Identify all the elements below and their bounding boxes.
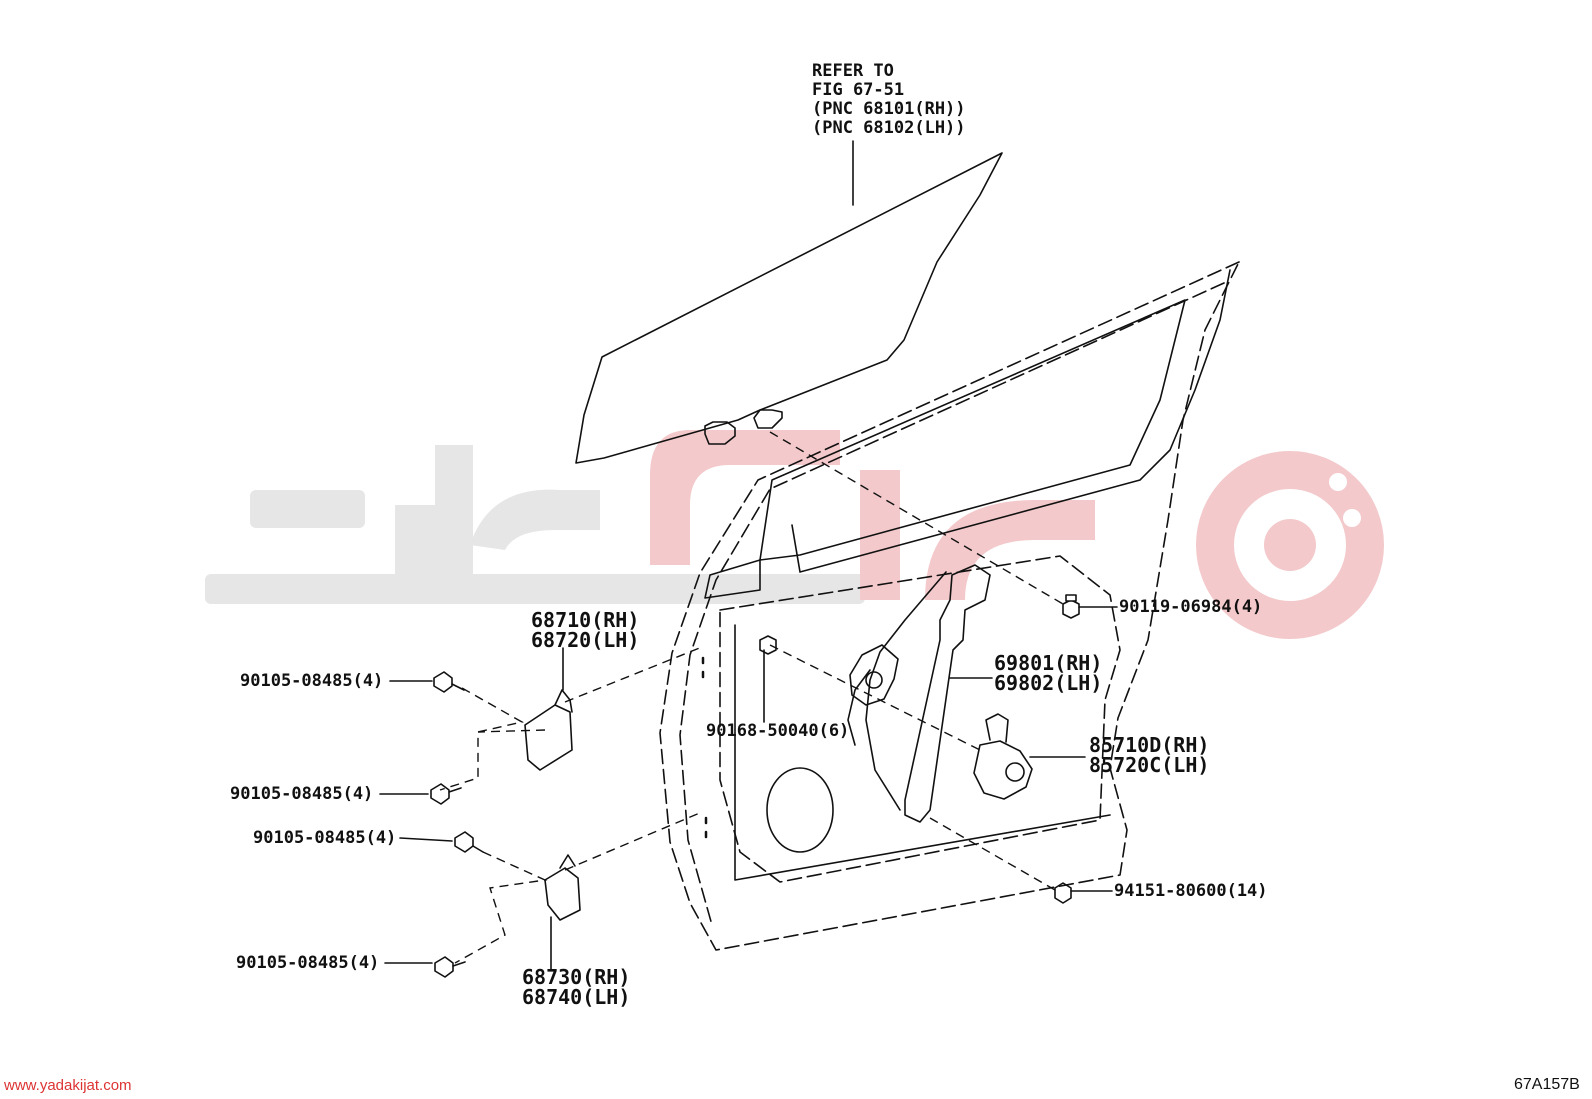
bolt-regulator bbox=[1062, 594, 1080, 619]
reference-line-2: FIG 67-51 bbox=[812, 80, 905, 100]
website-link[interactable]: www.yadakijat.com bbox=[4, 1077, 132, 1094]
nut bbox=[1054, 882, 1072, 904]
bolt-upper-hinge-top-label[interactable]: 90105-08485(4) bbox=[240, 671, 384, 691]
bolt-lower-bottom bbox=[434, 956, 466, 978]
door-inner-panel bbox=[719, 555, 1121, 883]
door-belt-line bbox=[704, 559, 761, 599]
bolt-lower-hinge-bottom-label[interactable]: 90105-08485(4) bbox=[236, 953, 380, 973]
door-outer bbox=[659, 261, 1240, 951]
door-inner-edge bbox=[679, 282, 1225, 926]
upper-hinge bbox=[524, 704, 573, 771]
motor-rh: 85710D(RH) bbox=[1089, 733, 1210, 757]
reference-line-4: (PNC 68102(LH)) bbox=[812, 118, 966, 138]
bolt-lower-hinge-top-label[interactable]: 90105-08485(4) bbox=[253, 828, 397, 848]
motor-label[interactable]: 85710D(RH) 85720C(LH) bbox=[1089, 735, 1209, 775]
regulator-rh: 69801(RH) bbox=[994, 651, 1103, 675]
window-glass bbox=[575, 152, 1003, 464]
lower-hinge-label[interactable]: 68730(RH) 68740(LH) bbox=[522, 967, 630, 1007]
bolt-upper-top bbox=[433, 671, 465, 693]
watermark-logo bbox=[205, 430, 1384, 639]
regulator-lh: 69802(LH) bbox=[994, 671, 1103, 695]
regulator-label[interactable]: 69801(RH) 69802(LH) bbox=[994, 653, 1102, 693]
upper-hinge-lh: 68720(LH) bbox=[531, 628, 640, 652]
clip bbox=[759, 635, 777, 655]
window-regulator bbox=[904, 564, 991, 823]
bolt-upper-bottom bbox=[430, 783, 462, 805]
glass-bracket-right bbox=[753, 409, 783, 429]
nut-label[interactable]: 94151-80600(14) bbox=[1114, 881, 1268, 901]
reference-line-1: REFER TO bbox=[812, 61, 894, 81]
lower-hinge bbox=[544, 867, 581, 921]
motor-lh: 85720C(LH) bbox=[1089, 753, 1210, 777]
regulator-pulley-assembly bbox=[849, 644, 899, 706]
bolt-regulator-label[interactable]: 90119-06984(4) bbox=[1119, 597, 1263, 617]
bolt-lower-top bbox=[454, 831, 484, 853]
door-frame-inner bbox=[759, 299, 1186, 561]
reference-line-3: (PNC 68101(RH)) bbox=[812, 99, 966, 119]
upper-hinge-rh: 68710(RH) bbox=[531, 608, 640, 632]
speaker-hole bbox=[766, 767, 834, 853]
figure-code: 67A157B bbox=[1514, 1076, 1580, 1093]
upper-hinge-label[interactable]: 68710(RH) 68720(LH) bbox=[531, 610, 639, 650]
lower-hinge-lh: 68740(LH) bbox=[522, 985, 631, 1009]
door-frame-outer bbox=[791, 269, 1231, 573]
reference-note: REFER TO FIG 67-51 (PNC 68101(RH)) (PNC … bbox=[812, 62, 966, 138]
clip-label[interactable]: 90168-50040(6) bbox=[706, 721, 850, 741]
power-window-motor bbox=[973, 740, 1033, 800]
lower-hinge-rh: 68730(RH) bbox=[522, 965, 631, 989]
glass-bracket-left bbox=[704, 421, 736, 445]
bolt-upper-hinge-bottom-label[interactable]: 90105-08485(4) bbox=[230, 784, 374, 804]
